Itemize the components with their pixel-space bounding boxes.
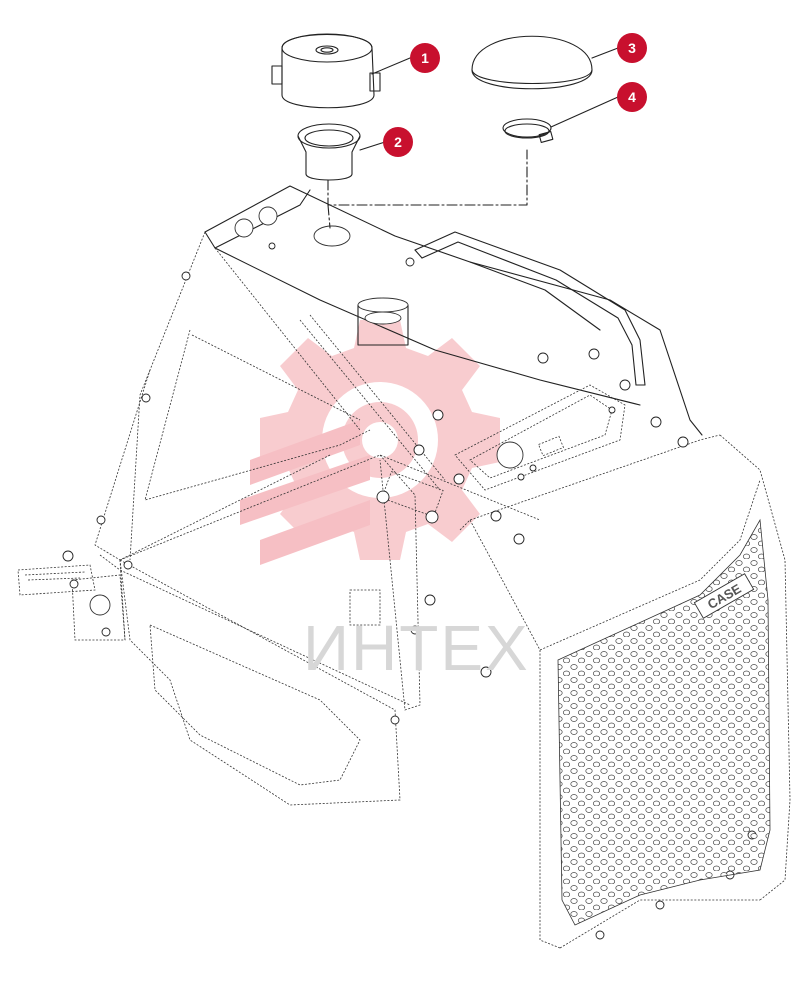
part-air-cleaner-cap (271, 33, 381, 109)
assembly-leader-line (327, 149, 528, 206)
watermark-text: ИНТЕХ (303, 612, 530, 684)
callout-4: 4 (617, 82, 647, 112)
callout-3: 3 (617, 33, 647, 63)
svg-text:1: 1 (421, 50, 429, 66)
part-hose-clamp (502, 118, 554, 143)
radiator-grille: CASE (557, 518, 771, 926)
svg-text:4: 4 (628, 89, 636, 105)
callout-2: 2 (383, 127, 413, 157)
grille-brand-badge (693, 573, 755, 619)
svg-text:2: 2 (394, 134, 402, 150)
part-intake-adapter (297, 123, 361, 181)
callout-1: 1 (410, 43, 440, 73)
part-dome-cap (471, 35, 593, 90)
callout-leaders (359, 47, 619, 151)
engine-hood (17, 185, 791, 949)
hood-fasteners (62, 206, 757, 940)
watermark-logo (240, 320, 500, 565)
svg-text:3: 3 (628, 40, 636, 56)
